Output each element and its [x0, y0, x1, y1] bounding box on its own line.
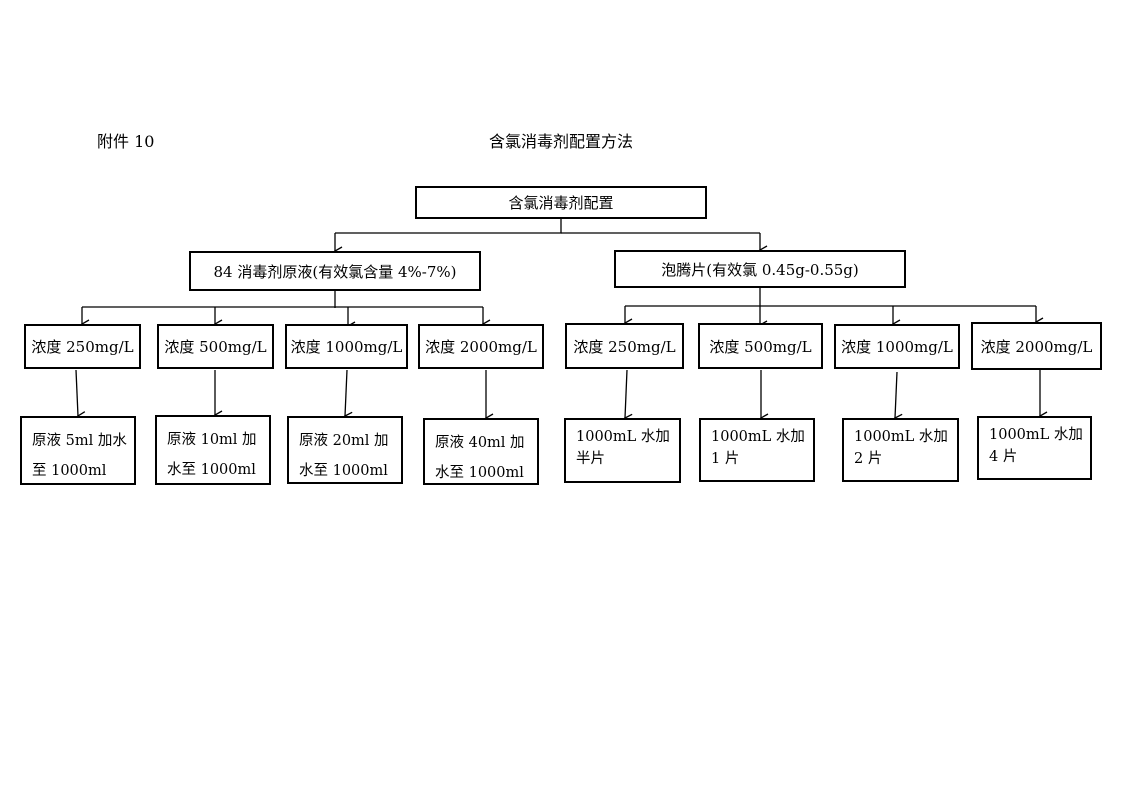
preparation-method: 1000mL 水加 1 片 [699, 418, 815, 482]
preparation-method: 原液 10ml 加水至 1000ml [155, 415, 271, 485]
branch-effervescent-tablet: 泡腾片(有效氯 0.45g-0.55g) [614, 250, 906, 288]
root-node: 含氯消毒剂配置 [415, 186, 707, 219]
preparation-method: 1000mL 水加 4 片 [977, 416, 1092, 480]
concentration-node: 浓度 250mg/L [565, 323, 684, 369]
preparation-method: 1000mL 水加半片 [564, 418, 681, 483]
preparation-method: 1000mL 水加 2 片 [842, 418, 959, 482]
concentration-node: 浓度 500mg/L [157, 324, 274, 369]
preparation-method: 原液 5ml 加水至 1000ml [20, 416, 136, 485]
concentration-node: 浓度 2000mg/L [418, 324, 544, 369]
preparation-method: 原液 20ml 加水至 1000ml [287, 416, 403, 484]
branch-84-disinfectant: 84 消毒剂原液(有效氯含量 4%-7%) [189, 251, 481, 291]
concentration-node: 浓度 500mg/L [698, 323, 823, 369]
concentration-node: 浓度 2000mg/L [971, 322, 1102, 370]
page-title: 含氯消毒剂配置方法 [489, 132, 634, 151]
concentration-node: 浓度 1000mg/L [285, 324, 408, 369]
preparation-method: 原液 40ml 加水至 1000ml [423, 418, 539, 485]
concentration-node: 浓度 250mg/L [24, 324, 141, 369]
attachment-label: 附件 10 [97, 132, 155, 151]
concentration-node: 浓度 1000mg/L [834, 324, 960, 369]
